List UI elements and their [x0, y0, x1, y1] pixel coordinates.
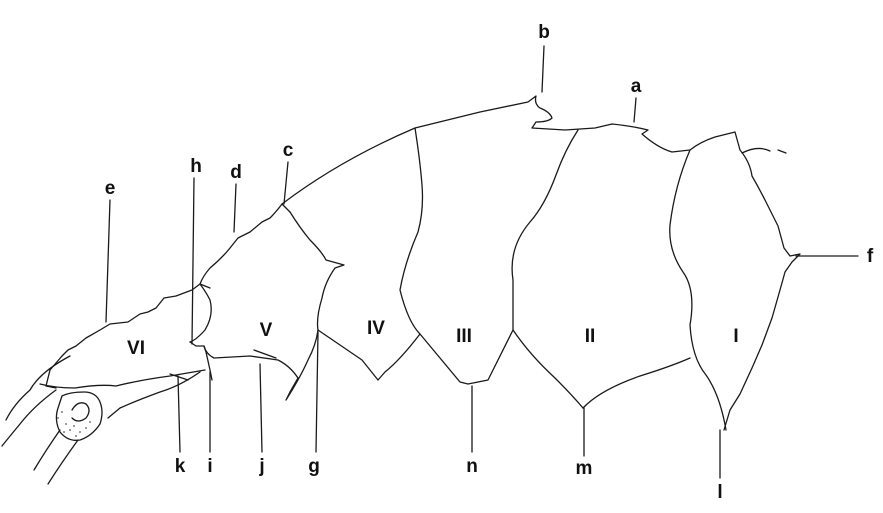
dorsal-outline	[281, 95, 801, 431]
segment-label-I: I	[733, 326, 738, 347]
boundary-II-III	[511, 129, 584, 409]
segment-VI-lower	[39, 369, 206, 389]
segment-V-lower	[203, 329, 319, 401]
boundary-III-IV	[399, 127, 514, 385]
pleuron-IV	[289, 211, 421, 381]
callout-f: f	[867, 246, 874, 267]
dorsal-tip-dash	[777, 149, 787, 154]
callout-i: i	[207, 456, 212, 477]
segment-label-IV: IV	[367, 318, 385, 339]
segment-label-II: II	[585, 326, 596, 347]
leader-b	[541, 45, 545, 93]
callout-m: m	[576, 458, 593, 479]
leader-g	[315, 331, 319, 453]
segment-labels: I II III IV V VI	[127, 318, 739, 359]
telson-stipple	[57, 411, 91, 437]
callout-n: n	[466, 456, 478, 477]
leader-h	[191, 177, 195, 345]
boundary-I-II	[669, 149, 727, 431]
leader-d	[233, 183, 237, 233]
callout-g: g	[308, 456, 320, 477]
dorsal-tip	[741, 147, 771, 154]
segment-V	[189, 203, 283, 343]
callout-l: l	[717, 482, 722, 503]
leader-j	[259, 363, 263, 453]
tick-V	[253, 349, 277, 359]
tick-VI	[169, 373, 189, 381]
callout-d: d	[230, 162, 242, 183]
callout-a: a	[631, 76, 642, 97]
callout-labels: a b c d e f g h i j k l m n	[105, 22, 874, 503]
leader-a	[633, 97, 637, 123]
telson-lines	[33, 429, 79, 485]
leader-k	[177, 375, 181, 453]
notch-h-i	[189, 341, 213, 381]
segment-VI	[45, 283, 211, 389]
segment-VI-tail	[5, 355, 71, 421]
pleuron-II-lower	[582, 357, 691, 409]
callout-e: e	[105, 178, 116, 199]
callout-b: b	[538, 22, 550, 43]
callout-k: k	[175, 456, 186, 477]
segment-label-V: V	[260, 320, 273, 341]
segment-label-VI: VI	[127, 338, 145, 359]
leader-lines	[105, 45, 859, 479]
telson-inner	[71, 402, 90, 422]
leader-e	[105, 199, 111, 323]
leader-c	[283, 161, 289, 205]
callout-h: h	[190, 156, 202, 177]
segment-VI-tail2	[1, 389, 57, 447]
segment-outlines	[1, 95, 801, 485]
callout-j: j	[258, 456, 264, 477]
segment-label-III: III	[456, 326, 472, 347]
telson-lobe	[55, 391, 103, 441]
callout-c: c	[283, 140, 294, 161]
